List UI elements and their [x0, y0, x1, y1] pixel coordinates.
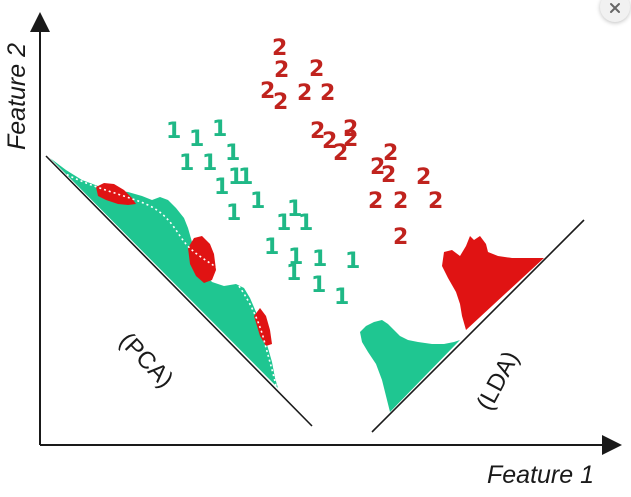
class1-points: 1 1 1 1 1 1 1 1 1 1 1 1 1 1 1 1 1 1 1 1 …: [166, 117, 360, 310]
class2-point: 2: [381, 163, 396, 188]
y-axis-label: Feature 2: [3, 43, 31, 150]
class1-point: 1: [228, 165, 243, 190]
class2-point: 2: [260, 79, 275, 104]
class1-point: 1: [298, 211, 313, 236]
x-axis-label: Feature 1: [487, 461, 594, 489]
lda-label: (LDA): [471, 347, 524, 415]
class2-point: 2: [272, 36, 287, 61]
pca-class2-bump-1: [96, 183, 136, 205]
class2-point: 2: [416, 165, 431, 190]
class2-point: 2: [274, 58, 289, 83]
lda-projection: (LDA): [360, 219, 585, 433]
class2-point: 2: [333, 141, 348, 166]
lda-class2-distribution: [442, 236, 544, 330]
class1-point: 1: [334, 285, 349, 310]
lda-class1-distribution: [360, 320, 460, 412]
class2-point: 2: [393, 189, 408, 214]
class2-point: 2: [309, 57, 324, 82]
pca-class2-bump-2: [188, 236, 216, 283]
pca-label: (PCA): [114, 327, 179, 393]
class1-point: 1: [179, 151, 194, 176]
pca-class1-distribution: [50, 158, 278, 388]
pca-class2-bump-3: [254, 308, 272, 346]
class2-point: 2: [322, 129, 337, 154]
class1-point: 1: [166, 119, 181, 144]
class1-point: 1: [226, 201, 241, 226]
class2-point: 2: [428, 189, 443, 214]
class1-point: 1: [311, 273, 326, 298]
class1-point: 1: [238, 165, 253, 190]
class1-point: 1: [202, 151, 217, 176]
class2-point: 2: [320, 81, 335, 106]
class2-point: 2: [343, 127, 358, 152]
class2-point: 2: [297, 81, 312, 106]
class2-point: 2: [273, 90, 288, 115]
class2-point: 2: [368, 189, 383, 214]
pca-projection: (PCA): [45, 155, 313, 427]
class1-point: 1: [287, 197, 302, 222]
lda-axis-line: [371, 219, 585, 433]
class1-point: 1: [276, 211, 291, 236]
class2-point: 2: [310, 119, 325, 144]
class2-points: 2 2 2 2 2 2 2 2 2 2 2 2 2 2 2 2 2 2 2 2: [260, 36, 443, 250]
class2-point: 2: [383, 141, 398, 166]
class2-point: 2: [393, 225, 408, 250]
class1-point: 1: [264, 235, 279, 260]
class2-point: 2: [343, 117, 358, 142]
class1-point: 1: [189, 127, 204, 152]
class1-point: 1: [288, 245, 303, 270]
corner-close-button[interactable]: [600, 0, 630, 22]
class1-point: 1: [225, 141, 240, 166]
class1-point: 1: [345, 249, 360, 274]
class1-point: 1: [312, 247, 327, 272]
class1-point: 1: [250, 189, 265, 214]
class1-point: 1: [286, 261, 301, 286]
class1-point: 1: [212, 117, 227, 142]
class2-point: 2: [370, 155, 385, 180]
pca-axis-line: [45, 155, 313, 427]
close-icon: [610, 3, 620, 13]
class1-point: 1: [214, 175, 229, 200]
